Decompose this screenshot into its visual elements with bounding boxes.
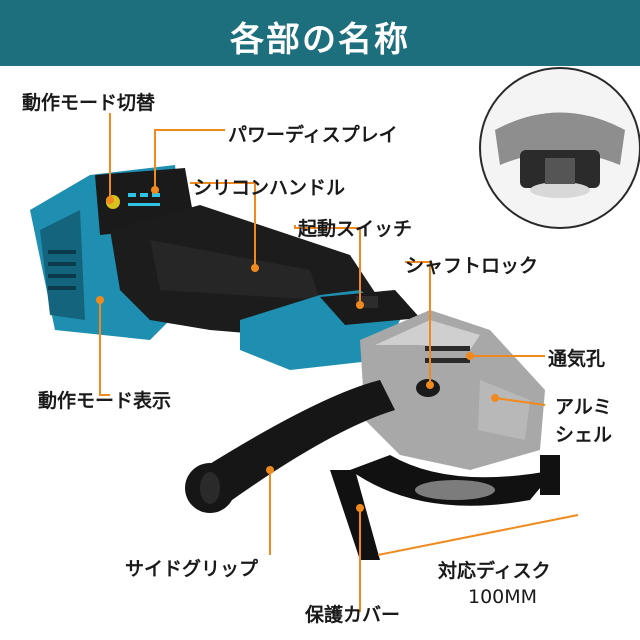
label-disc-size: 対応ディスク — [438, 560, 551, 582]
gear-head — [360, 310, 545, 470]
label-disc-size-value: 100MM — [468, 586, 538, 608]
side-grip — [185, 380, 395, 513]
label-power-display: パワーディスプレイ — [228, 124, 398, 146]
header-banner: 各部の名称 — [0, 0, 640, 66]
label-aluminum-shell-line1: アルミ — [555, 396, 612, 418]
zoom-inset-circle — [479, 67, 640, 229]
leader-dots — [96, 186, 499, 512]
leader-mode-display — [99, 300, 110, 396]
label-silicone-handle: シリコンハンドル — [193, 177, 346, 199]
leader-silicone-handle — [190, 182, 256, 268]
label-start-switch: 起動スイッチ — [298, 218, 413, 240]
label-side-grip: サイドグリップ — [125, 558, 259, 580]
leader-disc-size — [377, 514, 579, 556]
leader-aluminum-shell — [494, 397, 546, 406]
page-title: 各部の名称 — [230, 20, 410, 60]
leader-power-display — [154, 129, 225, 190]
label-shaft-lock: シャフトロック — [405, 255, 539, 277]
leader-shaft-lock — [405, 261, 431, 385]
leader-lines — [99, 113, 579, 612]
label-aluminum-shell-line2: シェル — [555, 424, 613, 446]
leader-start-switch — [294, 225, 361, 305]
label-mode-display: 動作モード表示 — [38, 390, 172, 412]
switch-section — [240, 290, 420, 370]
label-mode-switch: 動作モード切替 — [22, 92, 156, 114]
disc-guard — [330, 455, 560, 560]
label-guard: 保護カバー — [305, 604, 401, 626]
label-vent: 通気孔 — [548, 348, 606, 370]
